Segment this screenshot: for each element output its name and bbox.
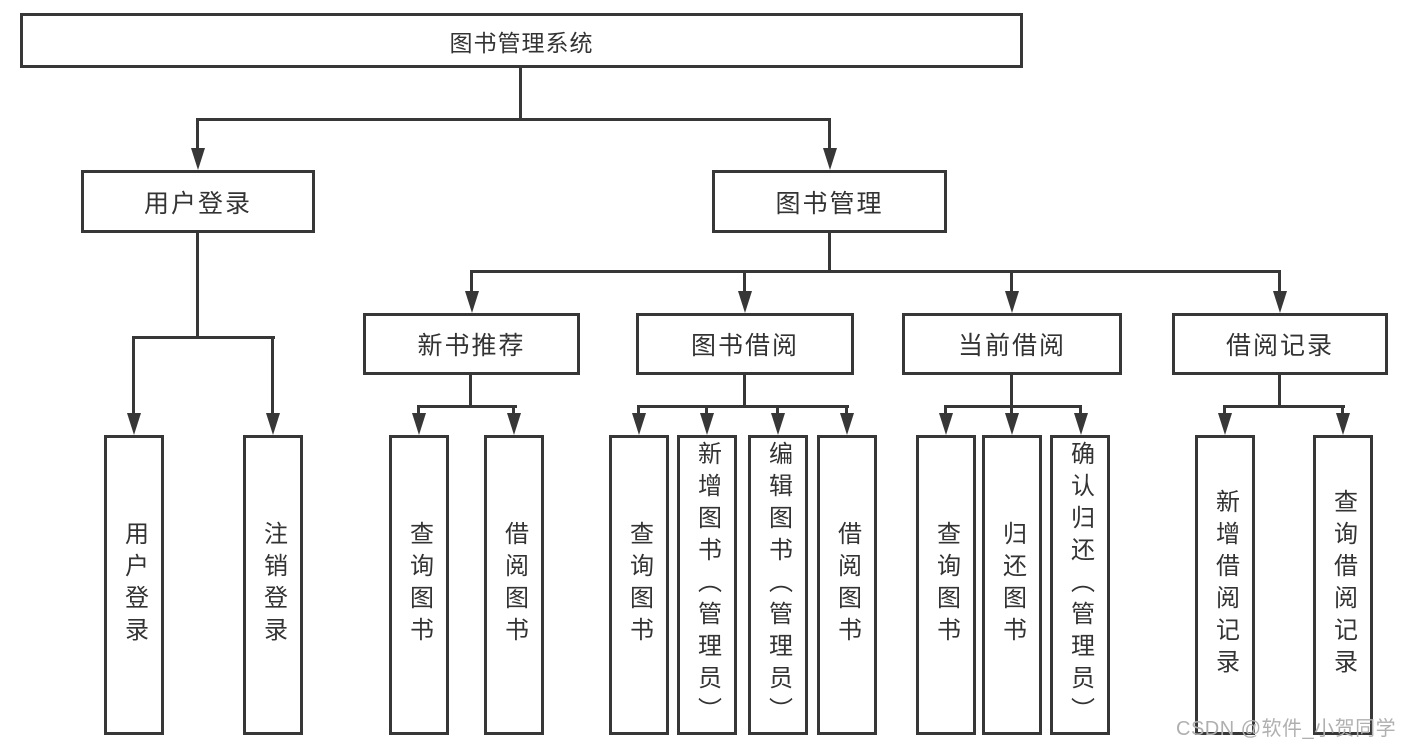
node-add-borrow-record: 新增借阅记录 xyxy=(1195,435,1255,735)
connector-drop-user-login xyxy=(196,118,199,150)
connector-drop xyxy=(1079,405,1082,415)
node-confirm-return-admin: 确认归还（管理员） xyxy=(1050,435,1110,735)
node-new-book-recommend: 新书推荐 xyxy=(363,313,580,375)
arrow-down-icon xyxy=(412,413,426,435)
arrow-down-icon xyxy=(1074,413,1088,435)
connector-drop xyxy=(944,405,947,415)
connector-borrowing-branch xyxy=(637,405,849,408)
connector-borrowing-trunk xyxy=(743,375,746,405)
node-query-books-current: 查询图书 xyxy=(916,435,976,735)
connector-drop xyxy=(637,405,640,415)
connector-book-management-branch xyxy=(470,270,1281,273)
node-query-borrow-record: 查询借阅记录 xyxy=(1313,435,1373,735)
node-add-book-admin: 新增图书（管理员） xyxy=(677,435,737,735)
arrow-down-icon xyxy=(191,148,205,170)
arrow-down-icon xyxy=(738,291,752,313)
node-borrow-books-leaf: 借阅图书 xyxy=(817,435,877,735)
connector-drop xyxy=(1341,405,1344,415)
connector-drop-user-login-leaf xyxy=(132,336,135,413)
node-query-books-borrow: 查询图书 xyxy=(609,435,669,735)
csdn-watermark: CSDN @软件_小贺同学 xyxy=(1176,718,1397,740)
node-query-books-recommend: 查询图书 xyxy=(389,435,449,735)
connector-book-management-trunk xyxy=(828,233,831,270)
node-book-borrowing: 图书借阅 xyxy=(636,313,854,375)
node-logout-leaf: 注销登录 xyxy=(243,435,303,735)
node-book-management: 图书管理 xyxy=(712,170,947,233)
arrow-down-icon xyxy=(939,413,953,435)
arrow-down-icon xyxy=(1273,291,1287,313)
connector-drop xyxy=(512,405,515,415)
arrow-down-icon xyxy=(1005,291,1019,313)
arrow-down-icon xyxy=(700,413,714,435)
arrow-down-icon xyxy=(127,413,141,435)
connector-recommend-branch xyxy=(417,405,517,408)
connector-drop-new-book xyxy=(470,270,473,291)
connector-recommend-trunk xyxy=(469,375,472,405)
connector-drop xyxy=(705,405,708,415)
connector-drop xyxy=(776,405,779,415)
connector-drop-book-borrowing xyxy=(743,270,746,291)
connector-drop-current-borrowing xyxy=(1010,270,1013,291)
connector-drop xyxy=(845,405,848,415)
arrow-down-icon xyxy=(465,291,479,313)
connector-user-login-trunk xyxy=(196,233,199,336)
node-borrow-books-recommend: 借阅图书 xyxy=(484,435,544,735)
node-user-login: 用户登录 xyxy=(81,170,315,233)
node-current-borrowing: 当前借阅 xyxy=(902,313,1122,375)
node-edit-book-admin: 编辑图书（管理员） xyxy=(748,435,808,735)
connector-drop xyxy=(1010,405,1013,415)
connector-drop-borrow-records xyxy=(1278,270,1281,291)
arrow-down-icon xyxy=(1218,413,1232,435)
connector-current-trunk xyxy=(1010,375,1013,405)
connector-current-branch xyxy=(944,405,1082,408)
connector-drop-logout-leaf xyxy=(271,336,274,413)
arrow-down-icon xyxy=(771,413,785,435)
connector-root-trunk xyxy=(519,66,522,120)
connector-records-branch xyxy=(1223,405,1345,408)
arrow-down-icon xyxy=(823,148,837,170)
node-borrow-records: 借阅记录 xyxy=(1172,313,1388,375)
connector-records-trunk xyxy=(1278,375,1281,405)
arrow-down-icon xyxy=(840,413,854,435)
arrow-down-icon xyxy=(266,413,280,435)
arrow-down-icon xyxy=(507,413,521,435)
node-user-login-leaf: 用户登录 xyxy=(104,435,164,735)
connector-drop-book-management xyxy=(828,118,831,150)
connector-drop xyxy=(1223,405,1226,415)
connector-user-login-branch xyxy=(132,336,275,339)
connector-root-branch xyxy=(196,118,831,121)
connector-drop xyxy=(417,405,420,415)
node-return-book: 归还图书 xyxy=(982,435,1042,735)
arrow-down-icon xyxy=(1336,413,1350,435)
arrow-down-icon xyxy=(632,413,646,435)
node-library-system: 图书管理系统 xyxy=(20,13,1023,68)
arrow-down-icon xyxy=(1005,413,1019,435)
